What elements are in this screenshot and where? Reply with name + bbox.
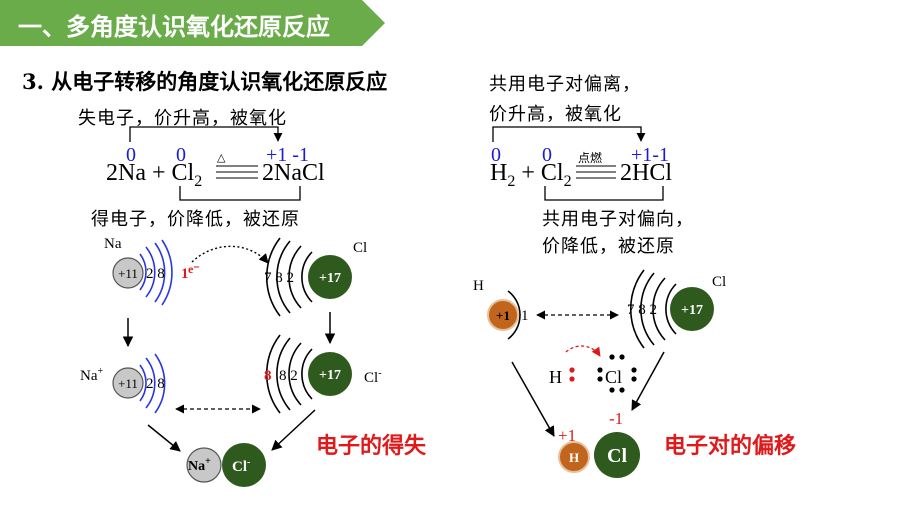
caption-electron-gain-loss: 电子的得失	[316, 434, 427, 459]
na-ion	[112, 353, 166, 414]
product-h-charge: +1	[558, 426, 576, 445]
h-to-product-arrow	[511, 361, 555, 437]
valence-cl2: 0	[542, 144, 552, 166]
product-cl-atom	[594, 432, 640, 478]
valence-hcl: +1-1	[631, 144, 669, 166]
na-ion-label: Na+	[80, 366, 104, 384]
valence-na: 0	[126, 144, 136, 166]
cl-ion-shell-electrons: 8 2	[279, 368, 298, 384]
h-shell-electron: 1	[521, 308, 529, 324]
heat-condition: △	[217, 151, 226, 164]
header-banner-shape	[0, 0, 385, 46]
cl-atom-right	[630, 269, 714, 349]
gain-electron-bracket	[179, 186, 301, 201]
cl-ion-label: Cl-	[364, 368, 382, 386]
gain-electron-note: 得电子，价降低，被还原	[91, 209, 300, 230]
equation-product: 2NaCl	[262, 160, 325, 186]
electron-pair-shift-arrow	[565, 345, 601, 357]
equation-hcl-product: 2HCl	[620, 160, 673, 186]
pair-toward-bracket	[544, 186, 664, 201]
na-atom	[112, 239, 173, 306]
na-nucleus	[112, 257, 144, 289]
na-to-product-arrow	[147, 424, 181, 452]
cl-right-nucleus-charge: +17	[681, 303, 703, 318]
product-na-label: Na+	[188, 456, 211, 474]
valence-h: 0	[491, 144, 501, 166]
lewis-cl: Cl	[605, 367, 622, 387]
cl-atom-label: Cl	[353, 240, 367, 256]
cl-atom-right-label: Cl	[712, 274, 726, 290]
section-heading: 3. 从电子转移的角度认识氧化还原反应	[22, 66, 387, 96]
equation-h: H	[490, 160, 508, 186]
equation-cl-subscript: 2	[563, 172, 572, 190]
equation-equals-right	[576, 165, 616, 179]
na-electron-symbol: e⁻	[188, 262, 200, 276]
hcl-product	[558, 432, 640, 478]
cl-right-shell-electrons: 7 8 2	[627, 302, 657, 318]
h-nucleus-charge: +1	[496, 308, 510, 323]
product-cl-label-right: Cl	[607, 445, 627, 467]
section-number: 3.	[22, 69, 44, 94]
equation-reactants: 2Na + Cl	[106, 160, 195, 186]
na-nucleus-charge: +11	[118, 266, 138, 281]
product-h-label: H	[569, 450, 579, 465]
cl-to-product-arrow	[271, 409, 316, 451]
ignition-condition: 点燃	[578, 151, 603, 165]
cl-lone-pair-dots	[597, 354, 637, 393]
lose-electron-bracket	[129, 126, 283, 142]
equation-h-subscript: 2	[507, 172, 516, 190]
equation-na-cl2: 2Na + Cl2	[106, 160, 202, 191]
cl-ion-nucleus	[308, 352, 352, 396]
caption-electron-pair-shift: 电子对的偏移	[664, 434, 797, 459]
h-atom	[487, 290, 521, 340]
product-cl-ion	[222, 443, 266, 487]
valence-cl: 0	[176, 144, 186, 166]
pair-toward-note-1: 共用电子对偏向，	[542, 209, 694, 230]
na-ion-nucleus	[112, 367, 144, 399]
cl-ion-nucleus-charge: +17	[319, 368, 341, 383]
cl-nucleus-charge: +17	[319, 271, 341, 286]
h-valence-dot	[569, 367, 575, 373]
na-ion-shell-electrons: 2 8	[146, 376, 165, 392]
pair-away-note-1: 共用电子对偏离，	[489, 74, 641, 95]
pair-toward-note-2: 价降低，被还原	[542, 236, 675, 257]
na-shell-electrons: 2 8	[146, 266, 165, 282]
equation-plus-cl: + Cl	[521, 160, 564, 186]
na-ion-nucleus-charge: +11	[118, 376, 138, 391]
section-title: 从电子转移的角度认识氧化还原反应	[51, 70, 388, 94]
pair-away-note-2: 价升高，被氧化	[489, 104, 622, 125]
cl-nucleus	[308, 255, 352, 299]
cl-atom	[266, 237, 352, 317]
equation-equals-left	[216, 165, 258, 179]
cl-right-nucleus	[670, 287, 714, 331]
product-cl-charge: -1	[609, 409, 623, 428]
equation-subscript: 2	[194, 172, 203, 190]
na-atom-label: Na	[104, 236, 122, 252]
cl-ion-outer-electrons: 8	[264, 368, 272, 384]
product-cl-label: Cl-	[232, 457, 250, 475]
header-title: 一、多角度认识氧化还原反应	[18, 13, 330, 41]
nacl-product	[186, 443, 266, 487]
header-banner: 一、多角度认识氧化还原反应	[0, 0, 385, 46]
na-valence-electron: 1	[181, 266, 189, 282]
lewis-h: H	[549, 367, 562, 387]
h-atom-label: H	[473, 278, 484, 294]
h-nucleus	[487, 299, 519, 331]
equation-h2-cl2: H2 + Cl2	[490, 160, 572, 191]
h-valence-dot	[569, 376, 575, 382]
cl-ion	[266, 334, 352, 414]
valence-nacl: +1 -1	[266, 144, 309, 166]
product-h-atom	[558, 441, 590, 473]
product-na-ion	[186, 447, 222, 483]
cl-to-product-arrow-right	[631, 351, 665, 411]
cl-shell-electrons: 7 8 2	[264, 270, 294, 286]
lose-electron-note: 失电子，价升高，被氧化	[78, 108, 287, 129]
pair-away-bracket	[492, 126, 646, 142]
electron-transfer-arrow	[191, 245, 269, 264]
